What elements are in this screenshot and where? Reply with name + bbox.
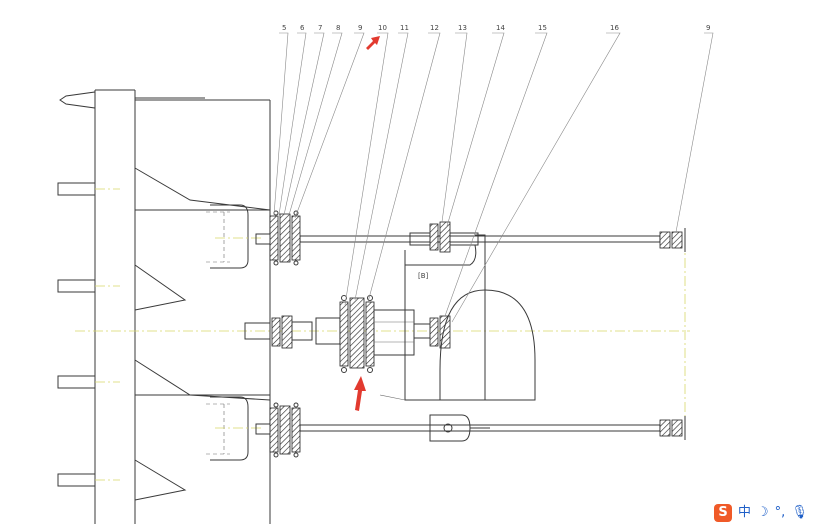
frame-plate: [B] [379, 234, 536, 401]
part-number-7: 7 [318, 24, 322, 32]
input-mode-toggle[interactable]: 中 [738, 505, 752, 520]
part-number-labels: 5 6 7 8 9 10 11 12 13 14 15 16 9 [282, 24, 710, 32]
center-joint-assembly [244, 295, 451, 373]
part-number-5: 5 [282, 24, 286, 32]
part-number-9-right: 9 [706, 24, 710, 32]
upper-rod-assembly [255, 210, 686, 266]
part-number-6: 6 [300, 24, 305, 32]
part-number-8: 8 [336, 24, 340, 32]
part-number-13: 13 [458, 24, 467, 32]
red-arrow-center [354, 376, 366, 411]
ime-toolbar: S 中 ☽ °, 🎙 [708, 502, 834, 524]
box-label: [B] [418, 272, 429, 280]
sogou-logo-icon[interactable]: S [714, 504, 732, 522]
part-number-16: 16 [610, 24, 619, 32]
leader-lines [273, 32, 714, 323]
part-number-12: 12 [430, 24, 439, 32]
punctuation-icon[interactable]: °, [774, 505, 786, 520]
part-number-10: 10 [378, 24, 387, 32]
part-number-15: 15 [538, 24, 547, 32]
part-number-11: 11 [400, 24, 409, 32]
part-number-14: 14 [496, 24, 505, 32]
moon-icon[interactable]: ☽ [757, 505, 769, 520]
lower-rod-assembly [255, 402, 686, 458]
red-arrow-top [366, 36, 380, 50]
part-number-9: 9 [358, 24, 362, 32]
microphone-icon[interactable]: 🎙 [791, 505, 808, 520]
left-frame [57, 89, 271, 524]
